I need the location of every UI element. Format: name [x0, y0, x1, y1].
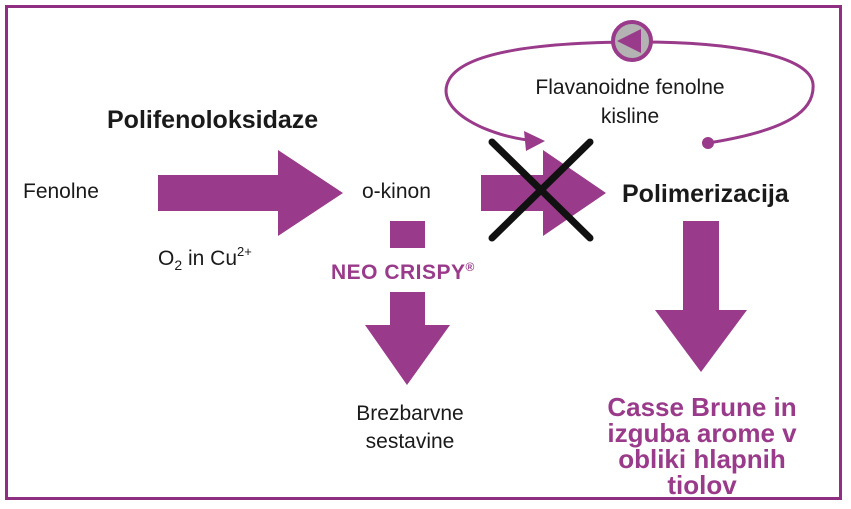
polymerization-label: Polimerizacija	[622, 180, 789, 208]
colorless-line2: sestavine	[365, 430, 455, 453]
arrow-okinon-down-to-colorless	[365, 292, 450, 385]
cross-icon-stroke-2	[488, 138, 594, 242]
brand-name: NEO CRISPY	[331, 261, 466, 284]
cofactor-o-subscript: 2	[174, 257, 183, 273]
result-line2: izguba arome v	[607, 418, 797, 448]
result-line1: Casse Brune in	[607, 392, 797, 422]
cofactor-o: O	[158, 247, 175, 270]
loop-arrowhead	[524, 131, 545, 151]
result-line3: obliki hlapnih	[618, 444, 786, 474]
result-line4: tiolov	[667, 470, 737, 500]
result-label: Casse Brune in izguba arome v obliki hla…	[582, 394, 822, 498]
colorless-line1: Brezbarvne	[356, 402, 464, 425]
brand-registered-mark: ®	[465, 260, 475, 274]
loop-start-dot	[702, 137, 714, 149]
intermediate-label: o-kinon	[362, 180, 431, 203]
loop-label-line2: kisline	[600, 105, 660, 128]
colorless-label: Brezbarvne sestavine	[330, 400, 490, 456]
arrow-okinon-down-stem-top	[390, 221, 425, 248]
loop-label-line1: Flavanoidne fenolne	[535, 76, 725, 99]
arrow-fenolne-to-okinon	[158, 150, 343, 236]
arrow-polimerizacija-down-to-result	[655, 221, 747, 372]
enzyme-label: Polifenoloksidaze	[107, 106, 319, 134]
diagram-frame	[5, 5, 842, 500]
cofactor-in: in Cu	[182, 247, 237, 270]
loop-label: Flavanoidne fenolne kisline	[520, 73, 740, 131]
cofactor-cu-superscript: 2+	[237, 244, 252, 259]
brand-logo-text: NEO CRISPY®	[331, 260, 475, 285]
cofactor-label: O2 in Cu2+	[158, 244, 252, 273]
substrate-label: Fenolne	[23, 180, 99, 203]
play-left-icon-triangle	[617, 29, 641, 53]
